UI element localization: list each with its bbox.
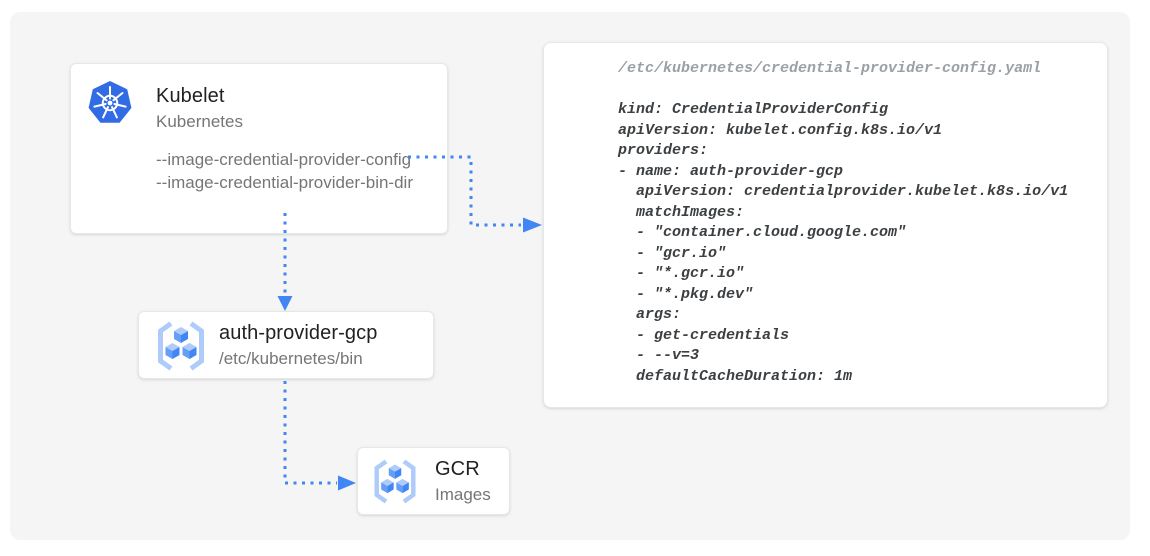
yaml-code: kind: CredentialProviderConfig apiVersio… xyxy=(618,101,1069,385)
kubelet-subtitle: Kubernetes xyxy=(156,112,243,131)
gcr-subtitle: Images xyxy=(435,485,491,504)
kubelet-flags: --image-credential-provider-config --ima… xyxy=(156,148,413,194)
yaml-filename: /etc/kubernetes/credential-provider-conf… xyxy=(618,60,1042,77)
gcr-title: GCR xyxy=(435,458,480,480)
auth-provider-gcp-node-card: auth-provider-gcp /etc/kubernetes/bin xyxy=(138,311,434,379)
kubelet-node-card: Kubelet Kubernetes --image-credential-pr… xyxy=(70,63,448,234)
container-registry-icon xyxy=(158,321,204,371)
container-registry-icon xyxy=(374,459,416,504)
gcr-node-card: GCR Images xyxy=(357,447,510,515)
kubernetes-helm-icon xyxy=(88,81,132,123)
kubelet-title: Kubelet xyxy=(156,85,225,107)
credential-config-yaml-panel: /etc/kubernetes/credential-provider-conf… xyxy=(543,42,1108,408)
kubelet-flag-bin-dir: --image-credential-provider-bin-dir xyxy=(156,173,413,192)
kubelet-flag-config: --image-credential-provider-config xyxy=(156,150,412,169)
auth-provider-title: auth-provider-gcp xyxy=(219,322,378,344)
auth-provider-subtitle: /etc/kubernetes/bin xyxy=(219,349,363,368)
